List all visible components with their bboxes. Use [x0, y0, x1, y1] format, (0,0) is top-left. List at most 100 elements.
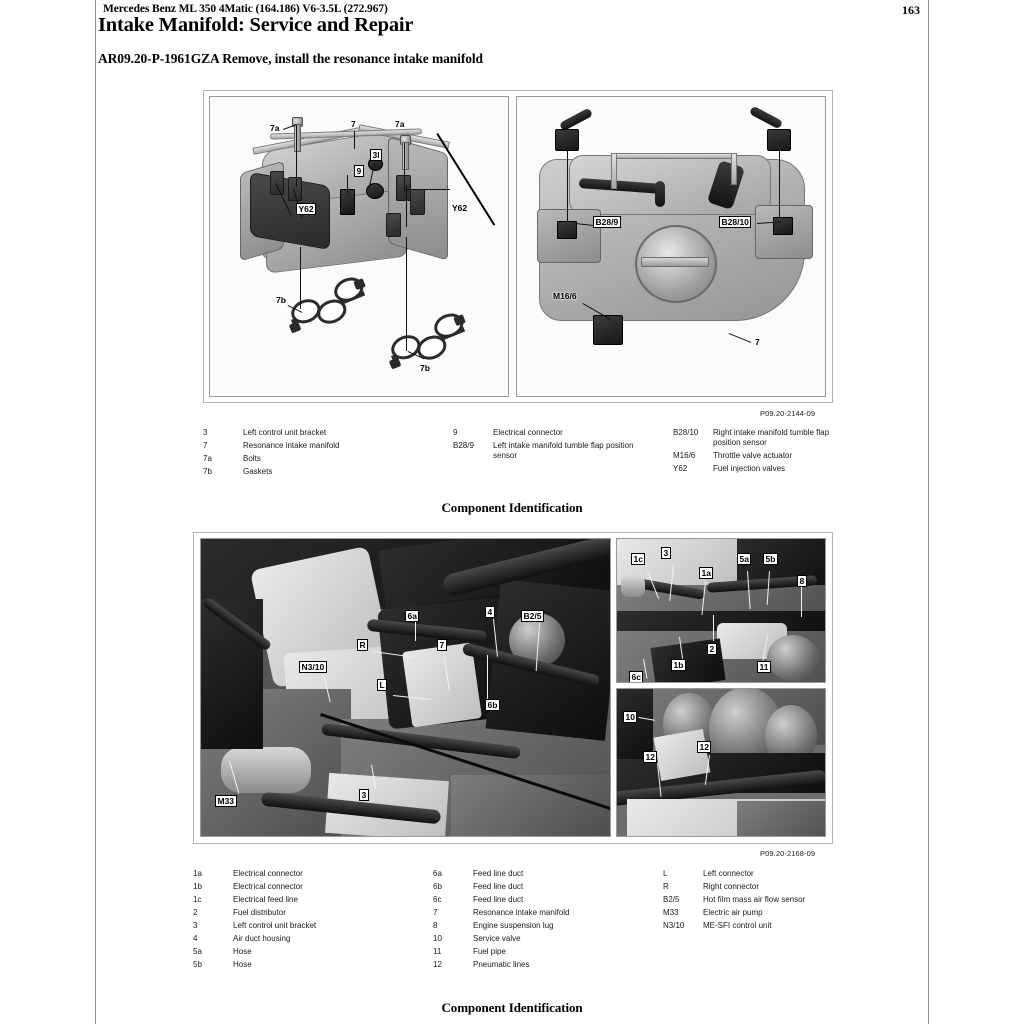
callout-r: R [357, 639, 369, 651]
figure-1-panel-right: B28/9 B28/10 M16/6 7 [516, 96, 826, 397]
callout-8: 8 [797, 575, 807, 587]
legend-row: 5a Hose [193, 947, 393, 957]
legend-value: Electrical connector [233, 882, 303, 891]
callout-b28-9: B28/9 [593, 216, 621, 228]
legend-row: 3 Left control unit bracket [203, 428, 418, 438]
legend-key: M16/6 [673, 451, 696, 461]
legend-value: Service valve [473, 934, 521, 943]
legend-value: Right connector [703, 882, 760, 891]
legend-row: 2 Fuel distributor [193, 908, 393, 918]
callout-6a: 6a [405, 610, 420, 622]
legend-value: Left control unit bracket [233, 921, 317, 930]
injector-y62-left-2 [288, 177, 302, 201]
bolt-shaft-left [294, 124, 301, 152]
leader-9 [347, 175, 348, 193]
figure-1-legend-col-2: 9 Electrical connector B28/9 Left intake… [453, 428, 653, 464]
legend-value: Electrical connector [493, 428, 563, 437]
callout-l: L [377, 679, 388, 691]
callout-y62-right: Y62 [452, 203, 468, 213]
legend-row: 7 Resonance intake manifold [433, 908, 633, 918]
legend-key: 6b [433, 882, 442, 891]
leader-y62-right-b [406, 189, 407, 227]
legend-row: 6a Feed line duct [433, 869, 633, 879]
legend-row: 10 Service valve [433, 934, 633, 944]
callout-7-top: 7 [351, 119, 356, 129]
callout-y62-left: Y62 [296, 203, 317, 215]
figure-1-id: P09.20-2144-09 [760, 409, 816, 418]
page-title: Intake Manifold: Service and Repair [98, 14, 414, 36]
figure-2-legend-col-3: L Left connector R Right connector B2/5 … [663, 869, 848, 934]
component-3l-b [366, 183, 384, 199]
callout-b2-5: B2/5 [521, 610, 544, 622]
legend-value: Gaskets [243, 467, 273, 476]
figure-2-legend: 1a Electrical connector 1b Electrical co… [193, 869, 838, 979]
callout-6c: 6c [629, 671, 644, 682]
leader-7b-upper [300, 247, 301, 309]
legend-key: 5b [193, 960, 202, 969]
legend-value: Feed line duct [473, 882, 524, 891]
legend-value: Electrical feed line [233, 895, 298, 904]
gasket-7b-lower [378, 301, 481, 391]
legend-row: 6c Feed line duct [433, 895, 633, 905]
legend-row: 11 Fuel pipe [433, 947, 633, 957]
callout-2: 2 [707, 643, 717, 655]
vacuum-hose-left [558, 107, 594, 132]
legend-key: B2/5 [663, 895, 680, 904]
throttle-valve-actuator [593, 315, 623, 345]
legend-key: L [663, 869, 668, 878]
legend-row: L Left connector [663, 869, 848, 879]
legend-value: Electrical connector [233, 869, 303, 878]
callout-b28-10: B28/10 [719, 216, 752, 228]
metal-tube-left-leg [611, 153, 617, 189]
legend-row: 8 Engine suspension lug [433, 921, 633, 931]
legend-value: Feed line duct [473, 895, 524, 904]
running-head: Mercedes Benz ML 350 4Matic (164.186) V6… [103, 3, 388, 15]
legend-row: 12 Pneumatic lines [433, 960, 633, 970]
callout-3l: 3l [370, 149, 383, 161]
legend-value: Engine suspension lug [473, 921, 554, 930]
legend-key: B28/10 [673, 428, 699, 437]
leader-6b [487, 655, 488, 701]
callout-3-main: 3 [359, 789, 369, 801]
legend-value: Pneumatic lines [473, 960, 530, 969]
leader-7b-lower [406, 237, 407, 351]
metal-tube-arc [613, 153, 735, 159]
legend-key: M33 [663, 908, 679, 917]
legend-key: 1b [193, 882, 202, 891]
legend-row: 7 Resonance intake manifold [203, 441, 418, 451]
legend-value: Air duct housing [233, 934, 291, 943]
legend-key: 6a [433, 869, 442, 878]
metal-tube-right-leg [731, 153, 737, 185]
legend-value: Electric air pump [703, 908, 763, 917]
legend-value: Fuel distributor [233, 908, 286, 917]
callout-7a-left: 7a [270, 123, 280, 133]
legend-value: Bolts [243, 454, 261, 463]
figure-2-photo-bottom-right: 10 12 12 [616, 688, 826, 837]
figure-2: 6a 4 B2/5 R 7 N3/10 L 6b 3 M33 1c [193, 532, 833, 844]
figure-2-legend-col-1: 1a Electrical connector 1b Electrical co… [193, 869, 393, 973]
vacuum-hose-right [748, 105, 784, 130]
callout-9: 9 [354, 165, 364, 177]
figure-2-photo-top-right: 1c 3 1a 5a 5b 8 2 1b 11 6c [616, 538, 826, 683]
crossover-hose-bend [655, 181, 665, 207]
leader-7a-left [296, 125, 297, 187]
callout-1a: 1a [699, 567, 714, 579]
legend-value: Fuel injection valves [713, 464, 786, 474]
injector-y62-left-1 [270, 171, 284, 195]
callout-1b: 1b [671, 659, 686, 671]
callout-m33: M33 [215, 795, 237, 807]
callout-12-left: 12 [643, 751, 658, 763]
callout-10: 10 [623, 711, 638, 723]
legend-key: 3 [203, 428, 208, 437]
figure-2-photo-main: 6a 4 B2/5 R 7 N3/10 L 6b 3 M33 [200, 538, 611, 837]
callout-7b-lower: 7b [420, 363, 430, 373]
bolt-shaft-right [402, 142, 409, 170]
injector-y62-right-2 [410, 189, 425, 215]
legend-key: 2 [193, 908, 198, 917]
figure-1-panel-left: 7a 7 7a 3l 9 Y62 Y62 7b 7b [209, 96, 509, 397]
legend-key: 1a [193, 869, 202, 878]
page-number: 163 [902, 3, 920, 17]
leader-hose-left [567, 149, 568, 221]
legend-key: Y62 [673, 464, 688, 474]
callout-n3-10: N3/10 [299, 661, 327, 673]
